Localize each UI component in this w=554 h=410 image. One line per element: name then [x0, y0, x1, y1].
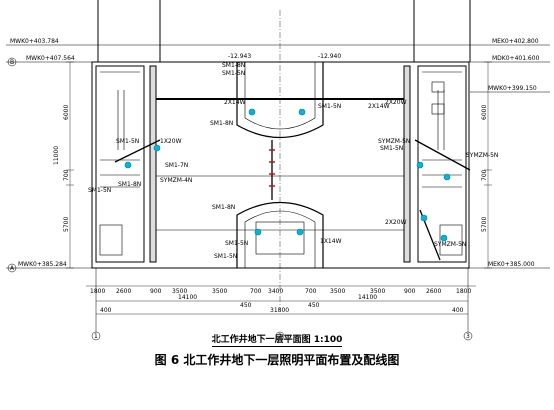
fixture-label: SM1-7N — [165, 162, 188, 169]
left-dim: 11000 — [53, 146, 60, 165]
bottom-dim: 400 — [100, 307, 112, 314]
bottom-dim: 14100 — [178, 294, 197, 301]
right-column — [403, 65, 411, 263]
outer-wall — [91, 61, 470, 269]
figure-title: 图 6 北工作井地下一层照明平面布置及配线图 — [154, 353, 400, 367]
fixture-label: SM1-5N — [225, 240, 248, 247]
fixture-label: SM1-8N — [212, 204, 235, 211]
elevation-mdk-top: MDK0+401.600 — [492, 55, 540, 62]
bottom-dim: 900 — [150, 288, 162, 295]
fixture-label: SYMZM-5N — [378, 138, 410, 145]
level-left: -12.943 — [228, 53, 251, 60]
bottom-dim: 3500 — [330, 288, 345, 295]
grid-letter-a: A — [10, 265, 15, 272]
fixture-label: 1X14W — [320, 238, 342, 245]
fixture-label: SYMZM-5N — [434, 241, 466, 248]
plan-subtitle: 北工作井地下一层平面图 1:100 — [211, 335, 343, 347]
left-stair-block — [95, 65, 145, 263]
bottom-dim: 400 — [452, 307, 464, 314]
fixture-label: SM1-8N — [210, 120, 233, 127]
bottom-dim: 3400 — [268, 288, 283, 295]
fixture-label: SM1-5N — [222, 70, 245, 77]
left-column — [149, 65, 157, 263]
fixture-label: SYMZM-5N — [466, 152, 498, 159]
bottom-dim: 900 — [404, 288, 416, 295]
grid-number-1: 1 — [94, 333, 98, 340]
fixture-label: SM1-8N — [222, 62, 245, 69]
fixture-label: 2X14W — [224, 99, 246, 106]
elevation-mek-top: MEK0+402.800 — [492, 38, 539, 45]
grid-number-3: 3 — [466, 333, 470, 340]
bottom-dim: 1800 — [456, 288, 471, 295]
upper-shaft-ring — [236, 62, 324, 139]
bottom-dim: 3500 — [370, 288, 385, 295]
level-right: -12.940 — [318, 53, 341, 60]
fixture-label: 2X20W — [385, 219, 407, 226]
fixture-label: SYMZM-4N — [160, 177, 192, 184]
right-dim: 700 — [481, 169, 488, 181]
grid-number-2: 2 — [278, 333, 282, 340]
fixture-label: SM1-5N — [214, 253, 237, 260]
bottom-total-dim: 31800 — [270, 307, 289, 314]
left-dim: 700 — [63, 169, 70, 181]
bottom-dim: 1800 — [90, 288, 105, 295]
elevation-mwk-bottom: MWK0+385.284 — [18, 261, 67, 268]
fixture-label: SM1-5N — [318, 103, 341, 110]
bottom-dim: 2600 — [116, 288, 131, 295]
fixture-label: 1X20W — [160, 138, 182, 145]
fixture-label: 2X20W — [385, 99, 407, 106]
bottom-dim: 450 — [308, 302, 320, 309]
bottom-dim: 3500 — [212, 288, 227, 295]
grid-letter-b: B — [10, 59, 14, 66]
elevation-mek-bottom: MEK0+385.000 — [488, 261, 535, 268]
elevation-mwk-mid: MWK0+407.564 — [26, 55, 75, 62]
elevation-mwk-right: MWK0+399.150 — [488, 85, 537, 92]
bottom-dim: 14100 — [358, 294, 377, 301]
right-dim: 6000 — [481, 105, 488, 120]
bottom-dim: 700 — [250, 288, 262, 295]
fixture-label: SM1-5N — [116, 138, 139, 145]
bottom-dim: 3500 — [172, 288, 187, 295]
fixture-label: 2X14W — [368, 103, 390, 110]
bottom-dim: 2600 — [426, 288, 441, 295]
fixture-label: SM1-8N — [118, 181, 141, 188]
left-dim: 5700 — [63, 217, 70, 232]
elevation-mwk-top: MWK0+403.784 — [10, 38, 59, 45]
right-dim: 5700 — [481, 217, 488, 232]
fixture-label: SM1-5N — [380, 145, 403, 152]
fixture-markers — [124, 108, 451, 242]
fixture-label: SM1-5N — [88, 187, 111, 194]
left-dim: 6000 — [63, 105, 70, 120]
bottom-dim: 700 — [305, 288, 317, 295]
bottom-dim: 450 — [240, 302, 252, 309]
